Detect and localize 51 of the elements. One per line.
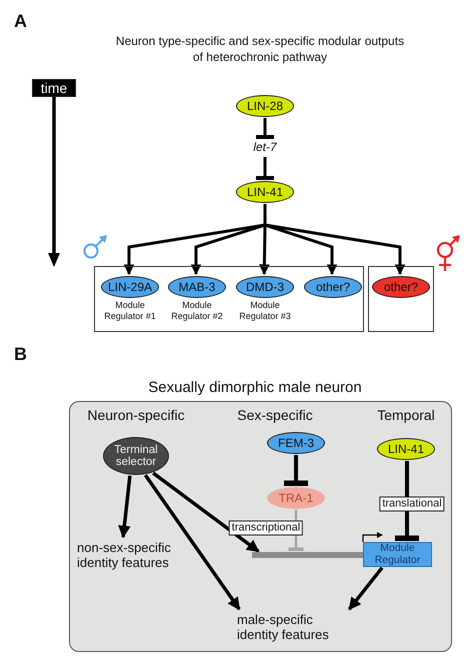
inhibition-line [254,118,276,139]
arrow [118,475,132,538]
protein-ellipse [168,276,226,298]
column-heading: Temporal [377,406,435,424]
gene-bar [252,552,363,558]
panel-background [69,401,452,652]
protein-ellipse [236,276,294,298]
panel-title: Neuron type-specific and sex-specific modular outputs of heterochronic pathway [114,34,406,66]
protein-ellipse [304,276,362,298]
feature-text: male-specific identity features [237,610,349,646]
node-label: LIN-28 [246,100,284,112]
arrow [152,472,260,553]
group-box [368,266,434,332]
protein-ellipse [267,432,325,454]
node-label: MAB-3 [178,280,216,294]
protein-ellipse [377,438,435,460]
panel-letter: B [14,343,27,366]
panel-letter: A [14,10,27,33]
protein-ellipse [101,276,159,298]
group-box [94,266,364,332]
node-caption: Module Regulator #1 [103,300,157,322]
time-box [32,79,76,97]
column-heading: Neuron-specific [87,406,185,424]
inhibition-line [281,455,311,486]
protein-ellipse [236,181,294,203]
node-label: LIN-29A [108,280,152,294]
arrow [144,474,241,610]
node-label: Module Regulator [374,543,422,566]
panel-title: Sexually dimorphic male neuron [148,378,362,398]
node-label: other? [384,280,418,294]
faded-protein-ellipse [267,487,325,509]
node-label: other? [316,280,350,294]
node-label: time [40,80,68,96]
node-caption: Module Regulator #2 [170,300,224,322]
edge-label: translational [379,496,445,512]
column-heading: Sex-specific [237,406,313,424]
node-label: TRA-1 [278,492,314,504]
protein-ellipse [236,95,294,117]
arrow [348,566,384,610]
microrna-label: let-7 [247,140,283,156]
node-label: Terminal selector [113,444,159,468]
protein-ellipse [372,276,430,298]
node-label: LIN-41 [246,186,284,198]
feature-text: non-sex-specific identity features [77,538,189,574]
node-label: LIN-41 [388,442,424,456]
regulator-box [363,542,432,567]
node-label: FEM-3 [278,436,314,450]
edge-label: transcriptional [228,520,304,536]
node-label: DMD-3 [246,280,284,294]
inhibition-line [254,157,276,180]
node-caption: Module Regulator #3 [238,300,292,322]
